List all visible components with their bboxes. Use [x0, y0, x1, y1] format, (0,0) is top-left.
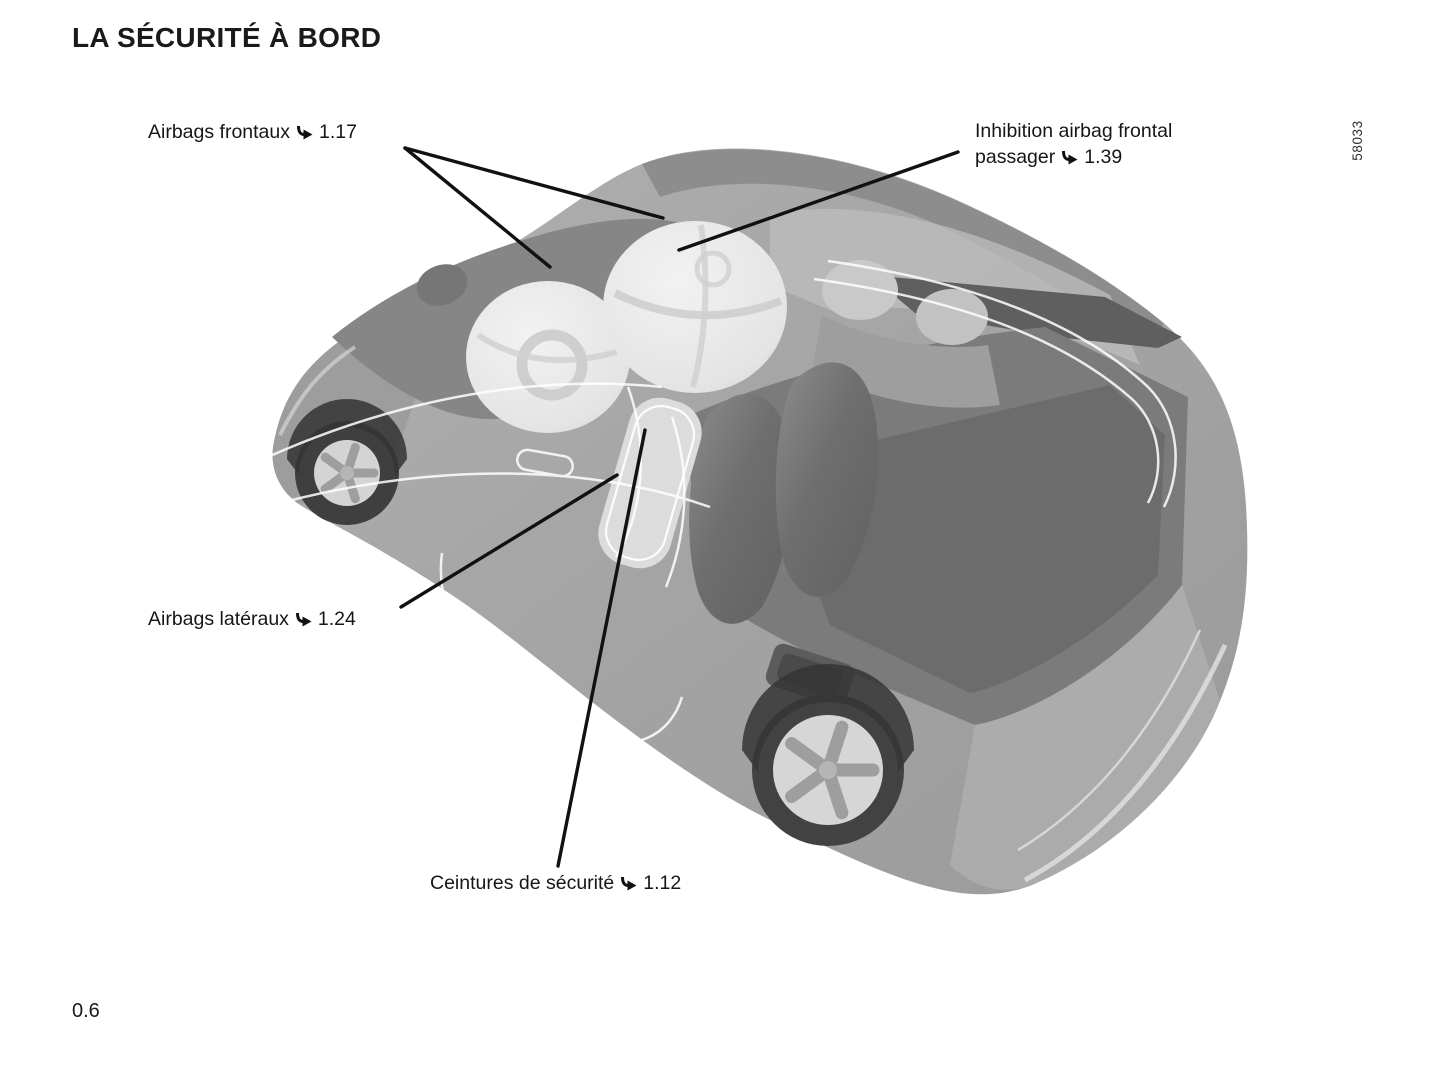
callout-label: Inhibition airbag frontal passager — [975, 120, 1173, 168]
figure-code: 58033 — [1312, 97, 1402, 183]
driver-seat — [689, 393, 793, 624]
callout-ref: 1.12 — [643, 872, 682, 894]
safety-figure: Airbags frontaux 1.17 Inhibition airbag f… — [70, 85, 1390, 965]
callout-front-airbags: Airbags frontaux 1.17 — [148, 119, 357, 145]
rear-headrest — [822, 260, 898, 320]
figure-code-text: 58033 — [1349, 119, 1365, 161]
rear-quarter-panel — [950, 585, 1220, 890]
callout-seat-belts: Ceintures de sécurité 1.12 — [430, 870, 681, 896]
rear-bumper-lines — [278, 345, 1228, 883]
rear-headrest — [916, 289, 988, 345]
front-wheel — [287, 399, 407, 525]
side-mirror — [416, 264, 468, 306]
page-title: LA SÉCURITÉ À BORD — [72, 22, 382, 53]
callout-ref: 1.17 — [319, 121, 357, 143]
passenger-airbag — [603, 221, 787, 393]
driver-airbag — [466, 281, 630, 433]
rear-wheel — [742, 664, 914, 846]
callout-label: Airbags frontaux — [148, 121, 290, 143]
callout-label: Ceintures de sécurité — [430, 872, 615, 894]
callout-side-airbags: Airbags latéraux 1.24 — [148, 606, 356, 632]
callout-ref: 1.24 — [317, 608, 356, 630]
car-illustration — [127, 148, 1248, 895]
callout-ref: 1.39 — [1084, 146, 1123, 168]
page-ref-arrow-icon — [621, 876, 637, 891]
page-ref-arrow-icon — [295, 612, 312, 627]
page-number: 0.6 — [72, 1000, 100, 1022]
page-ref-arrow-icon — [297, 125, 313, 140]
callout-label: Airbags latéraux — [148, 608, 289, 630]
passenger-seat — [775, 362, 879, 597]
page-ref-arrow-icon — [1062, 150, 1078, 165]
